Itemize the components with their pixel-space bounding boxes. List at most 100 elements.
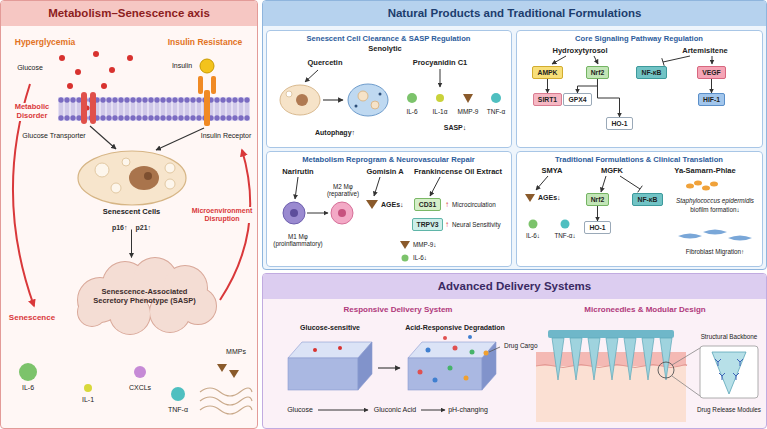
senolytic-illustration: [323, 99, 343, 100]
pathway-arrows: [594, 56, 598, 64]
traditional-illustration: [710, 182, 718, 187]
annotation-label: Microenvironment Disruption: [187, 207, 257, 223]
annotation-label: IL-6: [406, 108, 417, 116]
subpanel-title: Senescent Cell Clearance & SASP Regulati…: [267, 31, 511, 43]
annotation-label: Quercetin: [307, 58, 342, 67]
annotation-label: SMYA: [542, 166, 563, 175]
microneedle-patch: [624, 338, 636, 380]
traditional-illustration: [703, 230, 727, 235]
hydrogel-cubes: [443, 336, 447, 340]
hydrogel-cubes: [288, 358, 358, 390]
connector-arrow: [577, 79, 597, 93]
annotation-label: Senolytic: [368, 44, 401, 53]
pathway-arrows: [662, 58, 664, 66]
pathway-arrows: [712, 56, 713, 64]
annotation-label: Ya-Samarn-Phlae: [674, 166, 735, 175]
hydrogel-cubes: [318, 410, 368, 411]
glucose-molecules: [67, 83, 73, 89]
glucose-molecules: [109, 67, 115, 73]
senolytic-illustration: [407, 93, 417, 103]
hydrogel-cubes: [426, 348, 431, 353]
cell-label: p21↑: [136, 223, 152, 232]
pathway-box: NF-κB: [632, 193, 662, 206]
signal-arrows: [156, 128, 204, 150]
microneedle-patch: [570, 338, 582, 380]
annotation-label: Senescence: [9, 313, 55, 323]
microneedle-patch: [672, 348, 700, 396]
pathway-box: TRPV3: [412, 218, 444, 231]
vacuole: [122, 158, 130, 166]
connector-arrow: [547, 79, 548, 93]
hydrogel-cubes: [408, 342, 496, 358]
hydrogel-cubes: [482, 342, 496, 390]
microneedle-patch: [642, 338, 654, 380]
hydrogel-cubes: [418, 370, 423, 375]
annotation-label: Gluconic Acid: [374, 406, 416, 414]
hydrogel-cubes: [448, 366, 453, 371]
vacuole: [111, 183, 121, 193]
box-label: Nrf2: [591, 196, 605, 204]
annotation-label: M1 Mφ (proinflammatory): [268, 233, 328, 247]
annotation-label: MMPs: [226, 348, 246, 356]
insulin-receptor: [198, 59, 216, 126]
microneedle-patch: [733, 373, 739, 380]
cytokine-icons: [229, 370, 239, 378]
cytokine-icons: [84, 384, 92, 392]
senolytic-illustration: [463, 94, 473, 103]
annotation-label: Insulin Resistance: [168, 37, 243, 47]
annotation-label: Artemisitene: [682, 46, 727, 55]
annotation-label: pH-changing: [448, 406, 488, 414]
cytokine-icons: [171, 387, 185, 401]
cytokine-icons: [19, 363, 252, 414]
panel-title: Natural Products and Traditional Formula…: [263, 1, 766, 26]
annotation-label: TNF-α: [168, 406, 188, 414]
senolytic-illustration: [296, 94, 308, 106]
feedback-arrows: [220, 150, 250, 300]
microneedle-patch: [552, 338, 564, 380]
vacuole: [95, 163, 109, 177]
hydrogel-cubes: [464, 376, 469, 381]
box-label: AMPK: [537, 69, 557, 77]
senolytic-illustration: [358, 91, 368, 101]
microneedle-patch: [700, 346, 758, 398]
traditional-illustration: [601, 176, 606, 192]
nucleus: [129, 166, 159, 190]
annotation-label: biofilm formation↓: [690, 206, 739, 214]
annotation-label: TNF-α↓: [554, 232, 575, 240]
cytokine-icons: [200, 406, 252, 414]
pathway-box: HO-1: [606, 117, 632, 130]
traditional-illustration: [638, 186, 643, 193]
senolytic-illustration: [436, 94, 444, 102]
panel: Advanced Delivery Systems: [262, 273, 767, 429]
annotation-label: M2 Mφ (reparative): [320, 183, 366, 197]
box-label: HO-1: [611, 120, 627, 128]
nucleolus: [144, 172, 152, 180]
connector-arrow: [131, 230, 132, 258]
subpanel-title: Metabolism Reprogram & Neurovascular Rep…: [267, 152, 511, 164]
annotation-label: Glucose-sensitive: [300, 324, 360, 332]
glucose-molecules: [93, 51, 99, 57]
microneedle-patch: [658, 362, 674, 378]
hydrogel-cubes: [468, 335, 472, 339]
annotation-label: Gomisin A: [366, 167, 403, 176]
senolytic-illustration: [280, 85, 320, 115]
annotation-label: Frankincense Oil Extract: [414, 167, 502, 176]
connectors: [132, 79, 712, 258]
box-label: TRPV3: [417, 221, 439, 229]
annotation-label: Hydroxytyrosol: [552, 46, 607, 55]
hydrogel-cubes: [453, 346, 458, 351]
box-label: HO-1: [589, 224, 605, 232]
microneedle-patch: [588, 338, 600, 380]
signal-arrows: [90, 126, 204, 150]
microneedle-patch: [606, 338, 618, 380]
annotation-label: ↑: [445, 220, 449, 230]
traditional-illustration: [525, 194, 535, 202]
senolytic-illustration: [491, 93, 501, 103]
hydrogel-cubes: [313, 348, 317, 352]
panel-grounds: [263, 274, 767, 429]
box-label: NF-κB: [641, 69, 661, 77]
microneedle-patch: [715, 359, 721, 366]
metabolism-illustration: [338, 209, 346, 217]
